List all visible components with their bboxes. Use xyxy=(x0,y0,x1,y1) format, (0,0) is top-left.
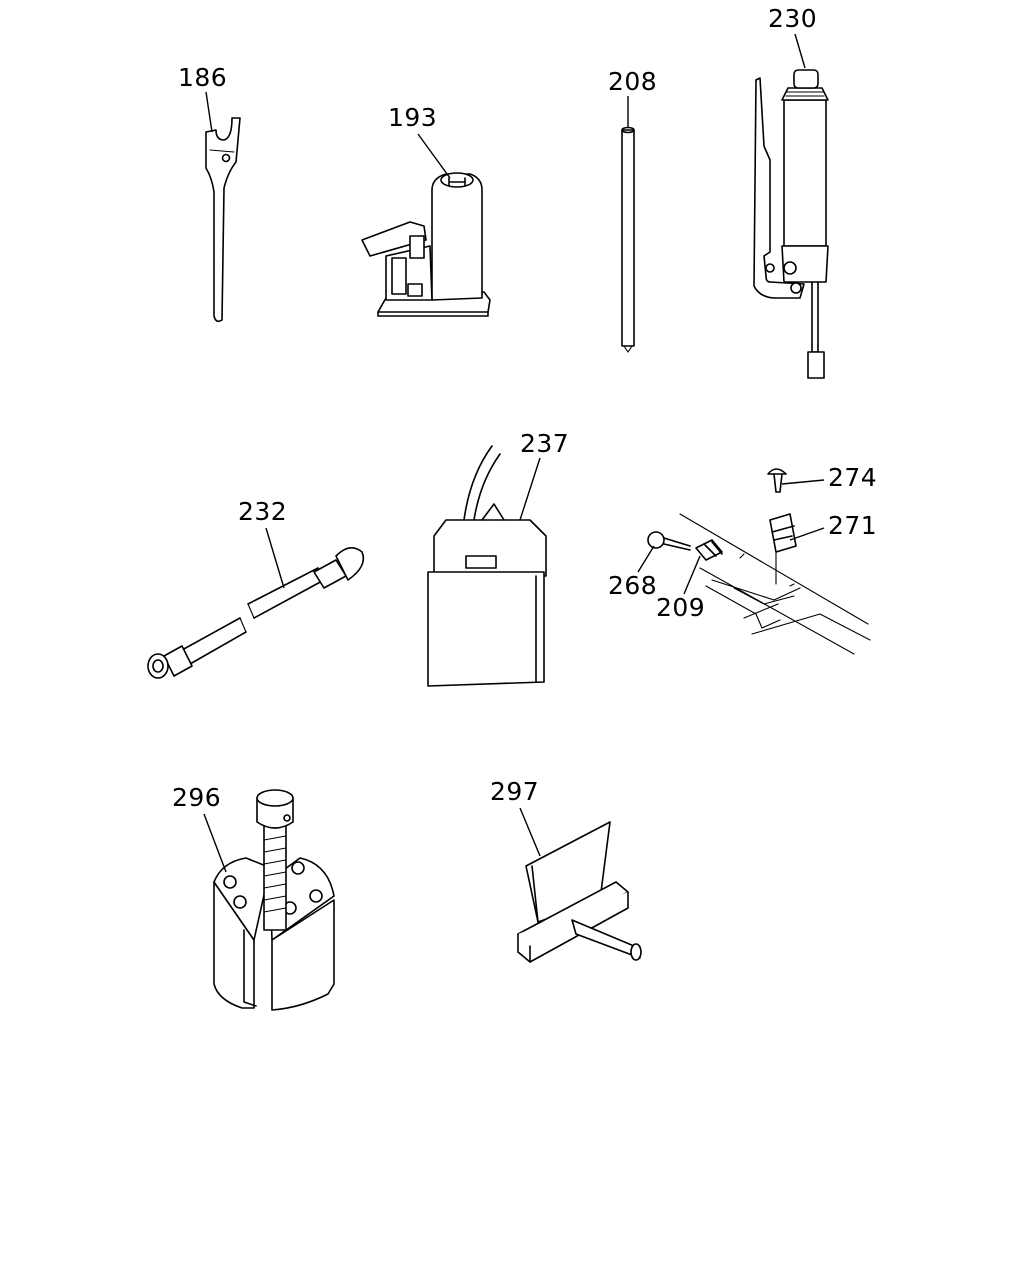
part-label-237: 237 xyxy=(520,429,569,458)
part-label-271: 271 xyxy=(828,511,877,540)
part-label-296: 296 xyxy=(172,783,221,812)
part-label-297: 297 xyxy=(490,777,539,806)
leader-line xyxy=(794,33,806,69)
screw-icon xyxy=(767,468,787,493)
bottle-jack-icon xyxy=(361,172,491,317)
part-label-208: 208 xyxy=(608,67,657,96)
screw-icon xyxy=(647,531,691,551)
leader-line xyxy=(781,479,825,485)
leader-line xyxy=(265,527,285,589)
part-label-193: 193 xyxy=(388,103,437,132)
leader-line xyxy=(789,527,825,541)
tool-bag-icon xyxy=(427,445,547,687)
bracket-assembly xyxy=(647,468,871,655)
part-label-268: 268 xyxy=(608,571,657,600)
part-label-186: 186 xyxy=(178,63,227,92)
grease-gun-icon xyxy=(753,69,829,379)
leader-line xyxy=(683,555,701,595)
leader-line xyxy=(417,133,451,179)
leader-line xyxy=(519,457,541,521)
part-label-232: 232 xyxy=(238,497,287,526)
puller-icon xyxy=(213,789,335,1011)
part-label-274: 274 xyxy=(828,463,877,492)
bracket-icon xyxy=(769,513,797,585)
spanner-wrench-icon xyxy=(205,117,241,323)
leader-line xyxy=(205,91,213,133)
leader-line xyxy=(637,545,655,573)
rod-icon xyxy=(621,126,635,353)
leader-line xyxy=(203,813,227,873)
extension-hose-icon xyxy=(147,547,365,679)
leader-line xyxy=(519,807,541,857)
part-label-209: 209 xyxy=(656,593,705,622)
part-label-230: 230 xyxy=(768,4,817,33)
clamp-icon xyxy=(695,539,723,561)
scraper-tool-icon xyxy=(517,821,642,963)
